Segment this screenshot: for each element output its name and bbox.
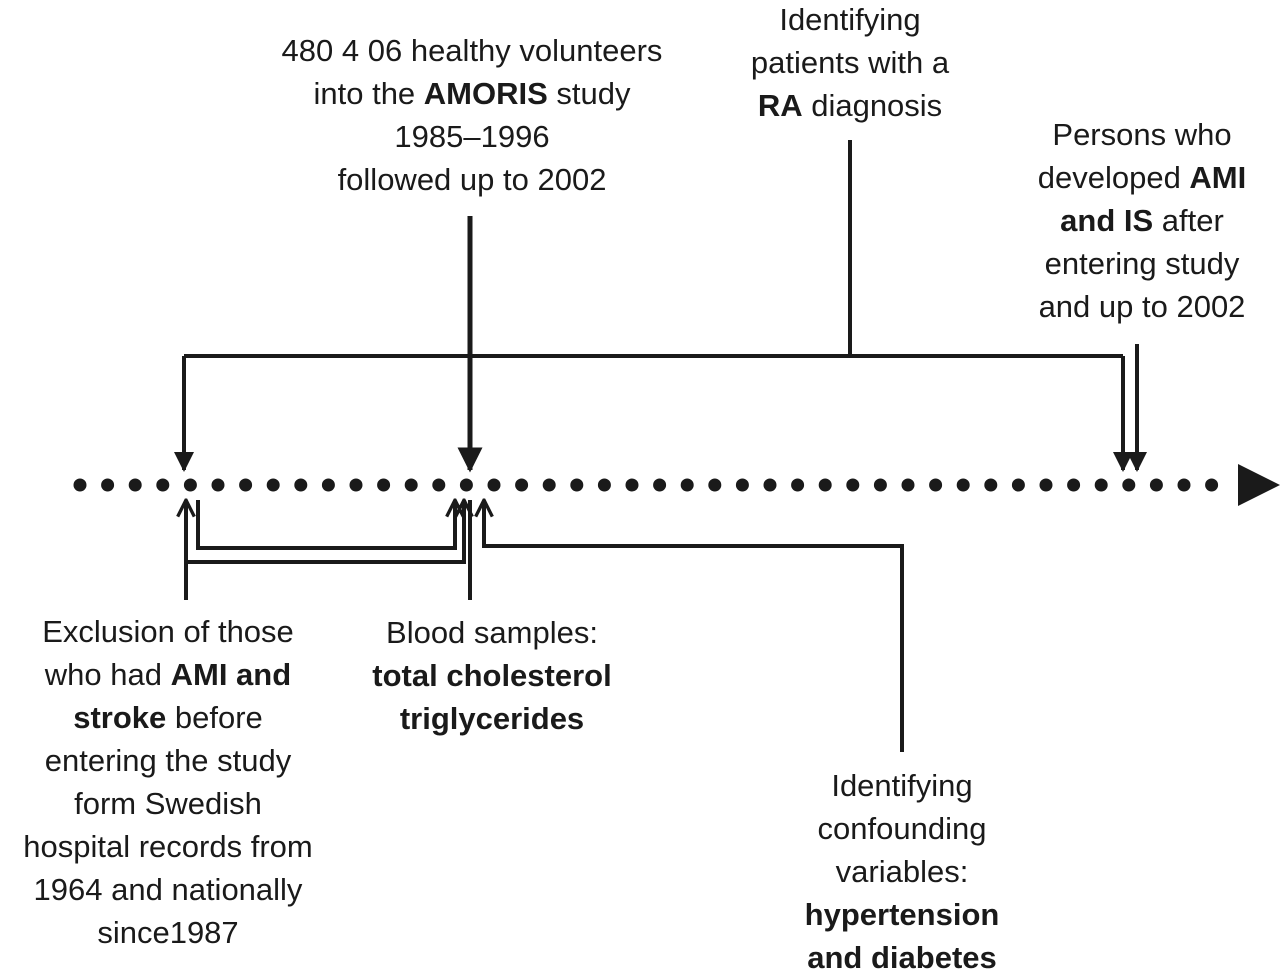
exclusion-line7: 1964 and nationally bbox=[33, 872, 303, 907]
ra-identification-label: Identifying patients with a RA diagnosis bbox=[700, 0, 1000, 127]
outcome-line2: developed AMI bbox=[1037, 160, 1247, 195]
ra-bracket bbox=[174, 140, 1133, 472]
confounders-line1: Identifying bbox=[831, 768, 973, 803]
confounders-line3: variables: bbox=[835, 854, 969, 889]
ra-line3: RA diagnosis bbox=[757, 88, 943, 123]
exclusion-label: Exclusion of those who had AMI and strok… bbox=[0, 610, 336, 954]
confounders-line5: and diabetes bbox=[807, 940, 997, 975]
confounders-label: Identifying confounding variables: hyper… bbox=[772, 764, 1032, 979]
exclusion-line8: since1987 bbox=[97, 915, 239, 950]
exclusion-line4: entering the study bbox=[44, 743, 292, 778]
timeline bbox=[73, 464, 1280, 506]
outcome-line5: and up to 2002 bbox=[1038, 289, 1246, 324]
study-entry-line1: 480 4 06 healthy volunteers bbox=[281, 33, 663, 68]
outcome-line1: Persons who bbox=[1052, 117, 1232, 152]
exclusion-connectors bbox=[186, 500, 470, 600]
study-entry-line2: into the AMORIS study bbox=[313, 76, 631, 111]
exclusion-line3: stroke before bbox=[73, 700, 263, 735]
exclusion-link bbox=[196, 500, 455, 550]
ra-line2: patients with a bbox=[750, 45, 950, 80]
outcome-line3: and IS after bbox=[1060, 203, 1224, 238]
outcome-line4: entering study bbox=[1044, 246, 1240, 281]
exclusion-line6: hospital records from bbox=[23, 829, 313, 864]
blood-line1: Blood samples: bbox=[386, 615, 598, 650]
exclusion-line5: form Swedish bbox=[74, 786, 262, 821]
blood-line2: total cholesterol bbox=[372, 658, 612, 693]
exclusion-line1: Exclusion of those bbox=[42, 614, 294, 649]
timeline-arrowhead bbox=[1238, 464, 1280, 506]
study-entry-line3: 1985–1996 bbox=[394, 119, 550, 154]
confounders-line4: hypertension bbox=[804, 897, 1000, 932]
blood-samples-label: Blood samples: total cholesterol triglyc… bbox=[340, 611, 644, 740]
confounders-connector bbox=[484, 500, 904, 752]
ra-line1: Identifying bbox=[779, 2, 921, 37]
blood-line3: triglycerides bbox=[399, 701, 585, 736]
outcome-label: Persons who developed AMI and IS after e… bbox=[1012, 113, 1272, 328]
study-entry-line4: followed up to 2002 bbox=[337, 162, 607, 197]
confounders-line2: confounding bbox=[817, 811, 987, 846]
study-entry-label: 480 4 06 healthy volunteers into the AMO… bbox=[222, 29, 722, 201]
exclusion-link-lower bbox=[186, 500, 464, 564]
exclusion-line2: who had AMI and bbox=[44, 657, 292, 692]
